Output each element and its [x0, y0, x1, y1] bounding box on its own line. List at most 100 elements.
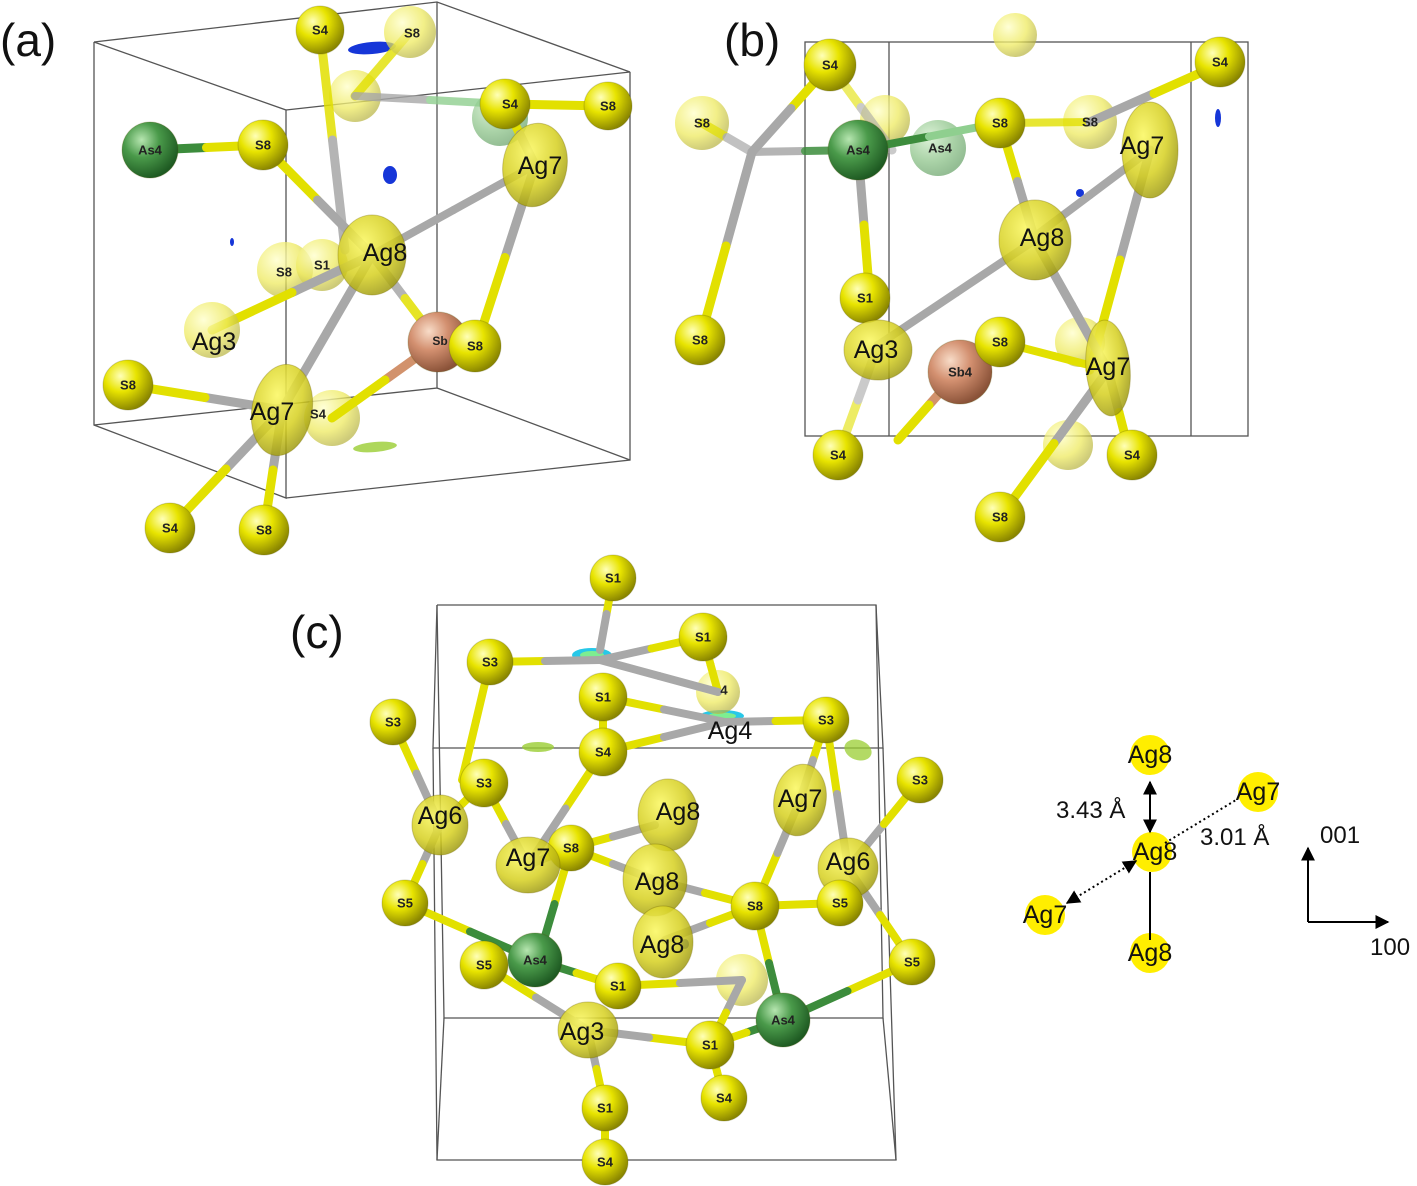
atom-sphere [448, 319, 502, 373]
atom-sphere [237, 119, 289, 171]
atom-sphere [384, 6, 436, 58]
atom-sphere [581, 1138, 629, 1186]
bond-half [327, 375, 390, 423]
unit-cell-edge-back [882, 1017, 897, 1161]
bond [695, 147, 757, 345]
ag-ellipsoid [250, 363, 314, 457]
atom-label: As4 [928, 141, 953, 156]
atom-label: As4 [138, 143, 163, 158]
atom-sphere [674, 314, 726, 366]
atom-label: S8 [404, 26, 420, 41]
ag-ellipsoid [337, 214, 407, 296]
ag-ellipsoid [502, 122, 568, 208]
ag-site-dot [1132, 832, 1172, 872]
atom-label: Ag6 [418, 802, 462, 830]
atom-sphere [1194, 36, 1246, 88]
atom-label: S8 [120, 378, 136, 393]
atom-label: S1 [605, 571, 621, 586]
bond [596, 656, 722, 696]
atom-label: S8 [692, 333, 708, 348]
atom-label: Sb [432, 334, 447, 348]
atom-label: S8 [747, 899, 763, 914]
atom-sphere [812, 429, 864, 481]
atom-sphere [730, 881, 780, 931]
atom-sphere [594, 962, 642, 1010]
atom-label: S3 [818, 713, 834, 728]
atom-sphere [296, 239, 348, 291]
bond-half [747, 104, 796, 157]
atom-sphere [507, 932, 563, 988]
atom-label: S8 [992, 335, 1008, 350]
ag-ellipsoid [632, 905, 694, 979]
axis-label-001: 001 [1320, 822, 1360, 849]
atom-label: S1 [595, 690, 611, 705]
atom-label: 4 [720, 683, 728, 698]
atom-label: Ag4 [708, 717, 753, 745]
atom-sphere [816, 879, 864, 927]
ag-site-dot [1025, 895, 1065, 935]
atom-label: S4 [502, 97, 519, 112]
ag-site-dot [1130, 735, 1170, 775]
atom-label: Ag7 [1120, 132, 1164, 160]
isosurface-green [844, 739, 872, 761]
atom-label: Ag6 [826, 848, 870, 876]
atom-sphere [685, 1020, 735, 1070]
atom-label: Sb4 [948, 365, 973, 380]
atom-sphere [678, 612, 728, 662]
atom-label: Ag8 [1020, 224, 1064, 252]
inset-label: Ag8 [1128, 939, 1172, 967]
atom-sphere [888, 938, 936, 986]
bond-half [596, 656, 663, 680]
atom-label: S1 [597, 1101, 613, 1116]
bond-half [596, 610, 611, 654]
atom-sphere [581, 1084, 629, 1132]
atom-label: S4 [830, 448, 847, 463]
panel-b-letter: (b) [724, 14, 780, 66]
atom-sphere [295, 5, 345, 55]
bond-half [722, 976, 746, 1017]
bond-half [351, 92, 434, 104]
atom-label: S5 [832, 896, 848, 911]
atom-sphere [102, 359, 154, 411]
distance-ag8-ag7: 3.01 Å [1200, 823, 1269, 851]
atom-sphere [927, 339, 993, 405]
bond-half [721, 147, 757, 251]
atom-label: S8 [467, 339, 483, 354]
atom-sphere [479, 78, 531, 130]
atom-label: S4 [595, 745, 612, 760]
atom-label: S4 [162, 521, 179, 536]
atom-label: S4 [312, 23, 329, 38]
atom-sphere [1106, 429, 1158, 481]
atom-label: As4 [771, 1013, 796, 1028]
atom-label: S4 [310, 407, 327, 422]
unit-cell-edge-back [436, 1017, 445, 1161]
axis-label-100: 100 [1370, 934, 1410, 961]
atom-sphere [974, 316, 1026, 368]
atom-label: Ag8 [363, 239, 407, 267]
atom-label: S1 [314, 258, 330, 273]
panel-c-letter: (c) [290, 606, 344, 658]
unit-cell-edge-back [436, 387, 631, 461]
atom-label: S1 [857, 291, 873, 306]
atom-label: S5 [397, 896, 413, 911]
atom-label: Ag8 [656, 798, 700, 826]
ag-ellipsoid [998, 199, 1072, 281]
bond-half [748, 147, 809, 156]
bond-half [676, 976, 746, 987]
atom-sphere [121, 121, 179, 179]
bond-half [893, 400, 934, 445]
atom-label: As4 [846, 143, 871, 158]
atom-label: S5 [904, 955, 920, 970]
ag-ellipsoid [1085, 319, 1131, 417]
atom-label: Ag7 [250, 398, 294, 426]
isosurface-blue [348, 41, 396, 55]
bond-half [541, 656, 604, 665]
ag-site-dot [1238, 772, 1278, 812]
